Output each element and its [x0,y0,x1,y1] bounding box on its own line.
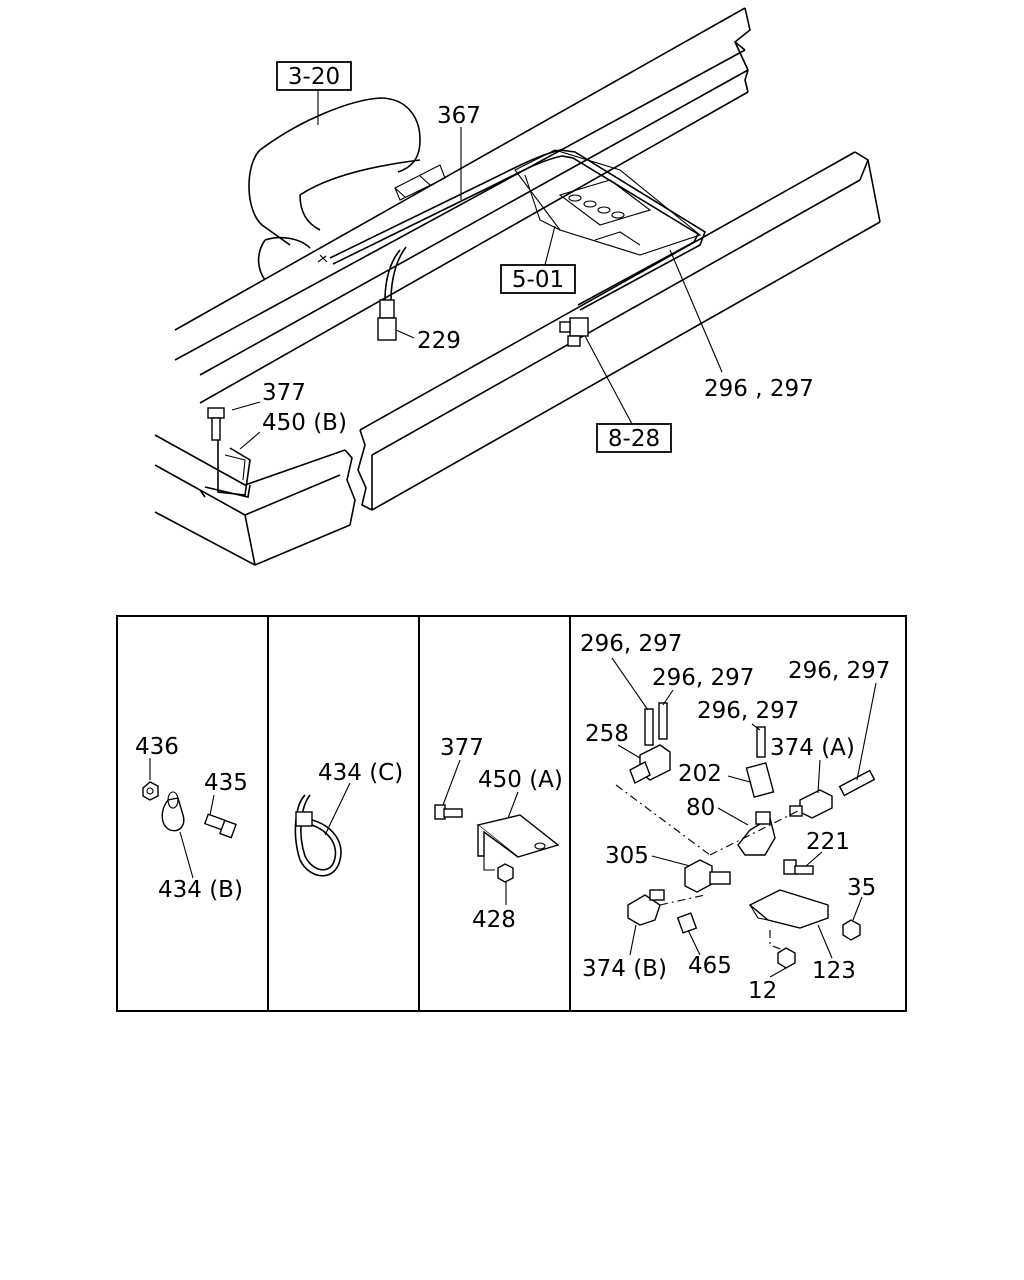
detail-panel-1: 436 435 434 (B) [135,734,248,903]
detail-panel-4: 296, 297 296, 297 296, 297 296, 297 258 … [580,631,890,1004]
ref-box-label: 3-20 [288,64,340,90]
label-450a: 450 (A) [478,767,563,793]
label-374b: 374 (B) [582,956,667,982]
label-296-297-b: 296, 297 [652,665,754,691]
label-258: 258 [585,721,629,747]
ref-box-label: 8-28 [608,426,660,452]
pipe-route [317,149,706,311]
main-assembly-view: 3-20 5-01 8-28 367 229 377 450 (B) 296 ,… [154,7,881,566]
label-80: 80 [686,795,715,821]
label-377: 377 [440,735,484,761]
label-202: 202 [678,761,722,787]
detail-panels: 436 435 434 (B) 434 (C) 377 450 (A) [116,615,907,1012]
label-221: 221 [806,829,850,855]
cross-member [154,434,356,566]
label-428: 428 [472,907,516,933]
ref-box-label: 5-01 [512,267,564,293]
label-374a: 374 (A) [770,735,855,761]
fitting-229 [377,299,397,341]
callout-296-297: 296 , 297 [704,376,814,402]
ref-box-8-28[interactable]: 8-28 [596,423,672,453]
label-436: 436 [135,734,179,760]
callout-367: 367 [437,103,481,129]
bracket-450b [199,407,251,498]
fuel-tank [248,97,446,281]
lower-frame-rail [357,151,881,511]
label-12: 12 [748,978,777,1004]
label-305: 305 [605,843,649,869]
label-35: 35 [847,875,876,901]
callout-450b: 450 (B) [262,410,347,436]
label-296-297-d: 296, 297 [697,698,799,724]
callout-377: 377 [262,380,306,406]
ref-box-5-01[interactable]: 5-01 [500,264,576,294]
label-296-297-a: 296, 297 [580,631,682,657]
ref-box-3-20[interactable]: 3-20 [276,61,352,91]
detail-panel-3: 377 450 (A) 428 [434,735,563,933]
label-465: 465 [688,953,732,979]
callout-229: 229 [417,328,461,354]
label-123: 123 [812,958,856,984]
label-434c: 434 (C) [318,760,403,786]
connector-8-28 [559,317,589,347]
detail-panel-2: 434 (C) [294,760,403,877]
label-296-297-c: 296, 297 [788,658,890,684]
oil-pan [514,149,702,256]
upper-frame-rail [174,7,751,404]
label-435: 435 [204,770,248,796]
label-434b: 434 (B) [158,877,243,903]
